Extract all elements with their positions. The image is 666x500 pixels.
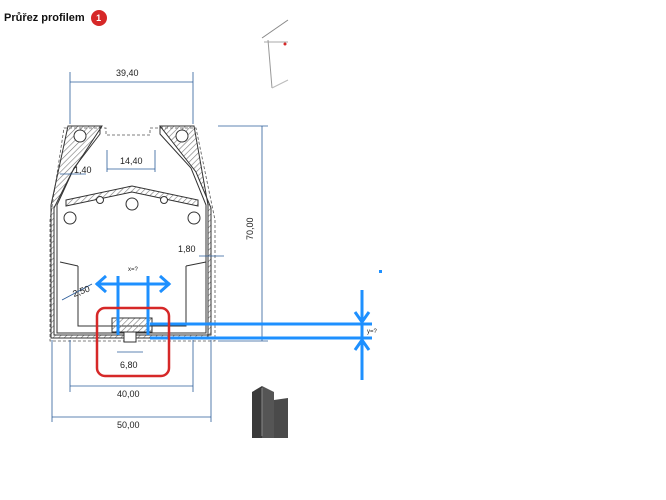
dim-width-mid: 40,00 [117,389,140,399]
outer-contour [49,127,216,342]
section-title: Průřez profilem [4,12,85,24]
dim-slot-width: 6,80 [120,360,138,370]
dim-width-total: 50,00 [117,420,140,430]
dimension-lines [51,72,268,422]
dim-radius: 2,50 [71,283,91,298]
dim-wall-left: 1,40 [74,165,92,175]
label-x-unknown: x=? [128,267,139,273]
section-heading: Průřez profilem 1 [4,10,107,26]
marker-dot [379,270,382,273]
profile-section [50,125,212,343]
dim-width-top: 39,40 [116,68,139,78]
unknown-measurement-markers [94,274,372,380]
label-y-unknown: y=? [367,329,378,335]
dim-wall-right: 1,80 [178,244,196,254]
step-badge: 1 [90,10,107,26]
thumbnail-top [261,15,289,95]
dim-height: 70,00 [245,217,255,240]
slot-highlight [95,306,171,378]
thumbnail-bottom [252,386,288,438]
dim-inner-width: 14,40 [120,156,143,166]
